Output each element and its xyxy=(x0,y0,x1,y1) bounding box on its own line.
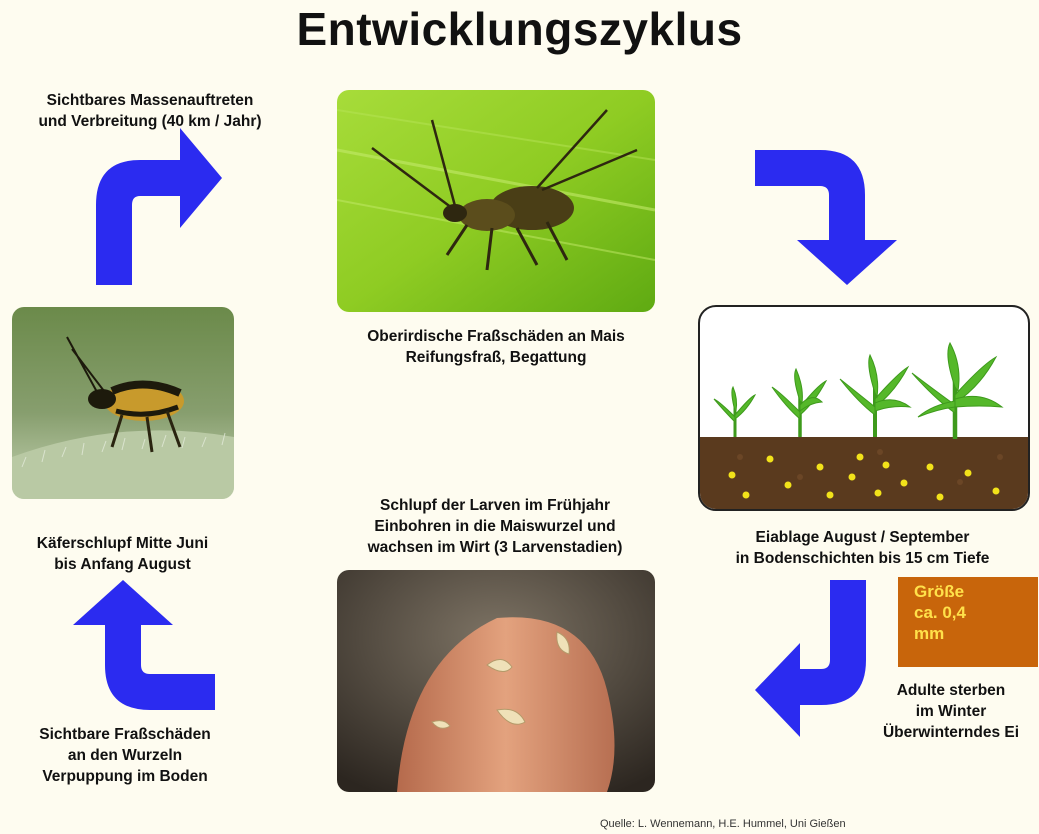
arrow-right-bottom xyxy=(755,580,866,737)
caption-line: Reifungsfraß, Begattung xyxy=(337,347,655,368)
caption-line: wachsen im Wirt (3 Larvenstadien) xyxy=(330,537,660,558)
caption-winter: Adulte sterben im Winter Überwinterndes … xyxy=(862,680,1039,743)
caption-line: Schlupf der Larven im Frühjahr xyxy=(330,495,660,516)
caption-line: Überwinterndes Ei xyxy=(862,722,1039,743)
caption-line: bis Anfang August xyxy=(0,554,245,575)
size-note-line: mm xyxy=(914,623,1030,644)
caption-line: Käferschlupf Mitte Juni xyxy=(0,533,245,554)
caption-line: Eiablage August / September xyxy=(690,527,1035,548)
caption-left-upper: Käferschlupf Mitte Juni bis Anfang Augus… xyxy=(0,533,245,575)
caption-line: Sichtbares Massenauftreten xyxy=(0,90,300,111)
source-credit: Quelle: L. Wennemann, H.E. Hummel, Uni G… xyxy=(600,818,846,830)
caption-top: Oberirdische Fraßschäden an Mais Reifung… xyxy=(337,326,655,368)
arrow-bottom-left xyxy=(73,580,215,710)
arrow-top-right xyxy=(755,150,897,285)
caption-line: Sichtbare Fraßschäden xyxy=(0,724,250,745)
photo-beetles-on-leaf xyxy=(337,90,655,312)
caption-bottom: Schlupf der Larven im Frühjahr Einbohren… xyxy=(330,495,660,558)
arrow-top-left xyxy=(96,128,222,285)
photo-beetle-hatching xyxy=(12,307,234,499)
caption-line: Oberirdische Fraßschäden an Mais xyxy=(337,326,655,347)
caption-line: Einbohren in die Maiswurzel und xyxy=(330,516,660,537)
size-note-line: Größe xyxy=(914,581,1030,602)
caption-line: Adulte sterben xyxy=(862,680,1039,701)
photo-larvae-on-finger xyxy=(337,570,655,792)
size-note-box: Größe ca. 0,4 mm xyxy=(898,577,1038,667)
caption-line: und Verbreitung (40 km / Jahr) xyxy=(0,111,300,132)
caption-top-left: Sichtbares Massenauftreten und Verbreitu… xyxy=(0,90,300,132)
caption-line: an den Wurzeln xyxy=(0,745,250,766)
caption-left-lower: Sichtbare Fraßschäden an den Wurzeln Ver… xyxy=(0,724,250,787)
caption-right: Eiablage August / September in Bodenschi… xyxy=(690,527,1035,569)
size-note-line: ca. 0,4 xyxy=(914,602,1030,623)
soil-egg-diagram xyxy=(698,305,1030,511)
caption-line: im Winter xyxy=(862,701,1039,722)
caption-line: Verpuppung im Boden xyxy=(0,766,250,787)
caption-line: in Bodenschichten bis 15 cm Tiefe xyxy=(690,548,1035,569)
